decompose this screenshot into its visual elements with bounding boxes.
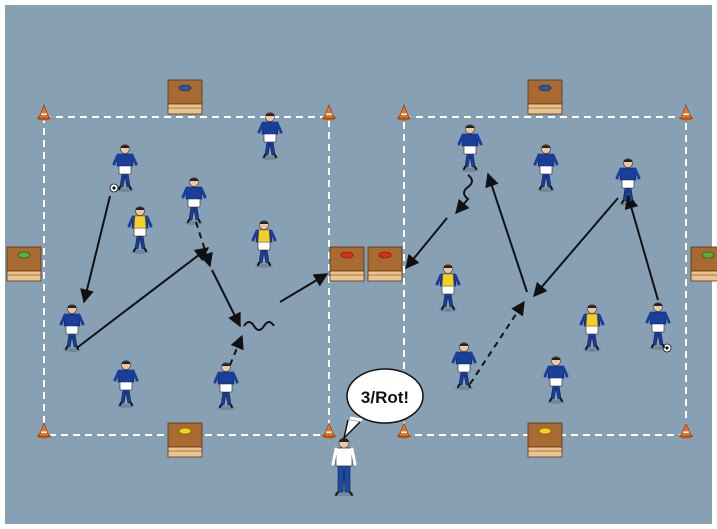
dribble-arrow xyxy=(243,321,275,331)
pass-arrow xyxy=(533,197,619,298)
marker-yellow xyxy=(178,427,192,435)
pass-arrow xyxy=(405,217,448,270)
run-arrow xyxy=(229,334,244,366)
marker-blue xyxy=(178,84,192,92)
goal-right-bottom xyxy=(527,422,563,458)
coach-speech-bubble: 3/Rot! xyxy=(343,368,424,439)
marker-blue xyxy=(538,84,552,92)
coach-callout-text: 3/Rot! xyxy=(361,388,409,407)
goal-right-west xyxy=(367,246,403,282)
goal-right-east xyxy=(690,246,717,282)
run-arrow xyxy=(469,300,525,385)
pass-arrow xyxy=(279,273,329,303)
goal-right-top xyxy=(527,79,563,115)
marker-green xyxy=(701,251,715,259)
run-arrow xyxy=(195,221,213,268)
coach xyxy=(331,437,357,497)
marker-green xyxy=(17,251,31,259)
marker-red xyxy=(340,251,354,259)
goals xyxy=(6,79,717,458)
marker-red xyxy=(378,251,392,259)
goal-left-west xyxy=(6,246,42,282)
pass-arrow xyxy=(77,247,210,348)
right-field-paths xyxy=(405,172,659,385)
pass-arrow xyxy=(485,172,528,293)
left-field-paths xyxy=(77,195,329,366)
goal-left-top xyxy=(167,79,203,115)
run-arrow xyxy=(624,194,659,301)
goal-left-east xyxy=(329,246,365,282)
goal-left-bottom xyxy=(167,422,203,458)
marker-yellow xyxy=(538,427,552,435)
pass-arrow xyxy=(80,195,111,304)
dribble-arrow xyxy=(455,174,473,215)
pass-arrow xyxy=(211,269,241,328)
